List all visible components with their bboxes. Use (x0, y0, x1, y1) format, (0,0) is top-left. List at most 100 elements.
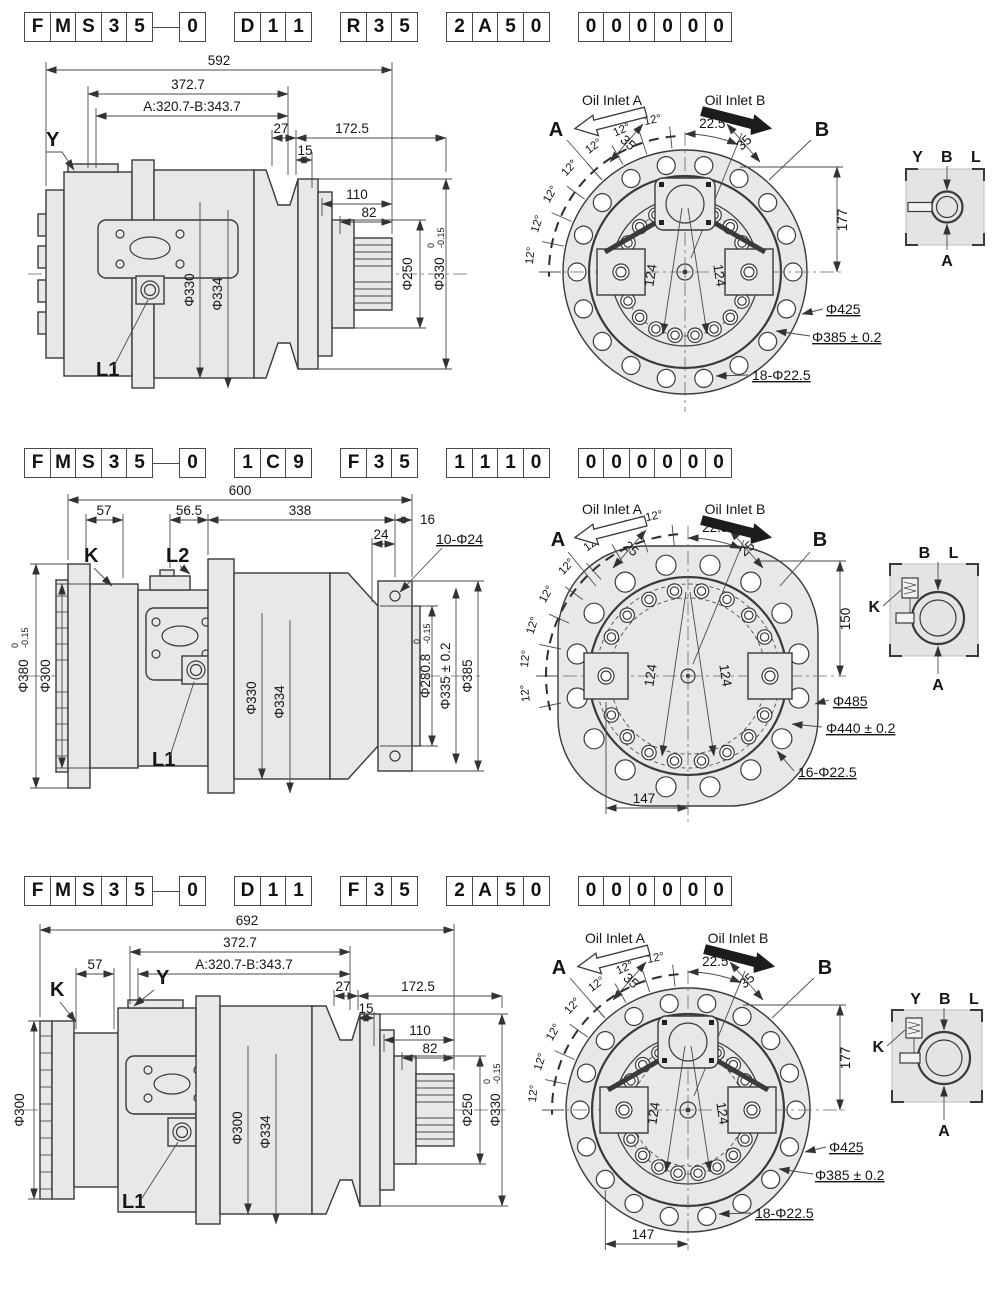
code-char: 0 (577, 12, 605, 42)
code-char: 5 (126, 876, 153, 906)
code-char: M (49, 12, 77, 42)
code-char: 0 (179, 876, 206, 906)
code-char: S (75, 448, 102, 478)
height-label: 177 (838, 1047, 853, 1070)
dim-82: 82 (361, 205, 376, 220)
code-char: 5 (497, 876, 524, 906)
dia-outer-label: Φ425 (829, 1139, 864, 1155)
dim-ab: A:320.7-B:343.7 (195, 957, 293, 972)
code-char: D (234, 12, 261, 42)
oil-inlet-b-label: Oil Inlet B (708, 930, 769, 946)
code-connector (153, 462, 179, 464)
spline-shaft (415, 1073, 455, 1147)
dim-27: 27 (273, 121, 288, 136)
code-char: 3 (365, 12, 393, 42)
angle-step-label: 12° (524, 246, 538, 265)
pilot-tol-top: 0 (426, 243, 436, 248)
dia-hub: Φ380 (16, 659, 31, 692)
height-label: 177 (835, 209, 850, 232)
schematic-left-label: K (868, 599, 880, 616)
code-char: 0 (679, 12, 707, 42)
side-port-left (596, 248, 646, 296)
valve-port-block (97, 219, 239, 279)
oil-arrow-b-icon (700, 106, 773, 135)
code-char: 0 (679, 448, 707, 478)
code-char: 5 (126, 448, 153, 478)
code-char: 5 (497, 12, 524, 42)
dia-330: Φ330 (182, 273, 197, 306)
schematic-bottom-label: A (938, 1123, 950, 1140)
code-char: F (24, 876, 51, 906)
dim-length-1: 372.7 (223, 935, 257, 950)
c-tol-bot: -0.15 (422, 623, 432, 644)
code-char: 0 (628, 12, 656, 42)
angle-step-label: 12° (532, 1052, 549, 1072)
code-char: 3 (365, 876, 393, 906)
dim-24: 24 (373, 527, 389, 542)
side-view-2: 600 57 56.5 338 16 24 10-Φ24 Φ380 0 -0.1… (10, 483, 484, 794)
dim-172-5: 172.5 (401, 979, 435, 994)
port-b-label: B (818, 957, 832, 979)
code-char: 2 (446, 12, 473, 42)
oil-inlet-a-label: Oil Inlet A (582, 501, 643, 517)
code-char: 3 (100, 448, 128, 478)
spline-shaft (353, 237, 393, 311)
dim-56-5: 56.5 (176, 503, 202, 518)
offset-b-label: 35 (736, 970, 757, 991)
dia-shaft: Φ250 (460, 1093, 475, 1126)
angle-step-label: 12° (537, 584, 556, 605)
holes-label: 18-Φ22.5 (755, 1205, 814, 1221)
hub-tol-bot: -0.15 (20, 627, 30, 648)
oil-arrow-a-icon (573, 106, 648, 137)
height-label: 150 (838, 608, 853, 631)
dim-15: 15 (297, 143, 312, 158)
code-char: 9 (285, 448, 312, 478)
oil-inlet-b-label: Oil Inlet B (705, 501, 766, 517)
code-char: 0 (179, 448, 206, 478)
offset-a-label: 25 (620, 538, 641, 559)
code-char: M (49, 876, 77, 906)
offset-a-label: 35 (620, 970, 641, 991)
dia-334: Φ334 (272, 685, 287, 719)
label-l1: L1 (96, 359, 119, 381)
oil-arrow-b-icon (700, 515, 773, 544)
code-char: 0 (577, 448, 605, 478)
dia-pilot-group: Φ330 0 -0.15 (482, 1063, 503, 1126)
code-char: M (49, 448, 77, 478)
code-char: 1 (285, 12, 312, 42)
port-l1 (167, 1117, 197, 1147)
code-char: 0 (705, 876, 732, 906)
dia-334: Φ334 (258, 1115, 273, 1149)
section-3-drawing: 692 372.7 A:320.7-B:343.7 57 27 172.5 15… (12, 913, 983, 1250)
code-char: 0 (705, 448, 732, 478)
code-connector (153, 26, 179, 28)
code-connector (153, 890, 179, 892)
holes-label: 18-Φ22.5 (752, 367, 811, 383)
code-char: 0 (577, 876, 605, 906)
angle-step-label: 12° (643, 113, 663, 128)
offset-a-label: 35 (617, 132, 638, 153)
hub-tol-top: 0 (10, 643, 20, 648)
schematic-bar (899, 1052, 921, 1064)
width-147-label: 147 (632, 1227, 655, 1242)
radius-l-label: 124 (644, 1101, 662, 1126)
code-char: 0 (628, 448, 656, 478)
schematic-bar (895, 612, 915, 624)
dia-pilot: Φ330 (488, 1093, 503, 1126)
dia-385: Φ385 (460, 659, 475, 692)
code-char: 0 (679, 876, 707, 906)
code-char: S (75, 876, 102, 906)
pilot-tol-top: 0 (482, 1079, 492, 1084)
schematic-top-labels: B L (919, 545, 966, 562)
code-char: F (24, 12, 51, 42)
label-l1: L1 (122, 1191, 145, 1213)
port-l1 (135, 275, 165, 305)
